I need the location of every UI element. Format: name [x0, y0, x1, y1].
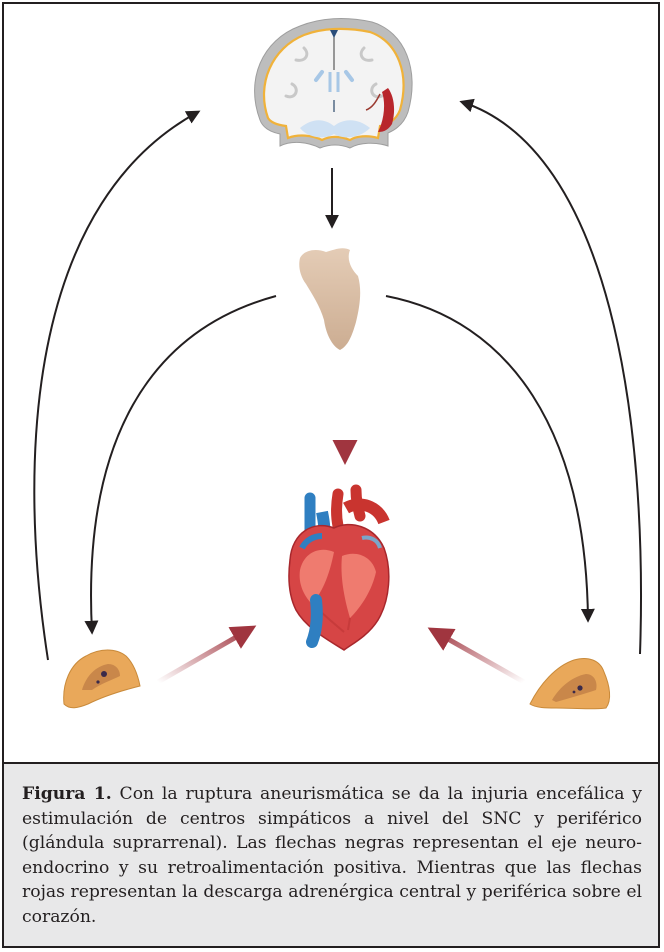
brain-coronal-illustration	[255, 19, 413, 148]
diagram-canvas	[0, 0, 664, 762]
arrow-left-adrenal-to-brain	[34, 112, 198, 660]
caption-panel: Figura 1. Con la ruptura aneurismática s…	[4, 764, 658, 946]
arrow-right-adrenal-to-brain	[462, 102, 641, 654]
red-arrow-left-adrenal-to-heart	[158, 628, 252, 682]
arrow-pituitary-to-left-adrenal	[91, 296, 276, 632]
figure-caption-text: Con la ruptura aneurismática se da la in…	[22, 784, 642, 927]
red-arrow-right-adrenal-to-heart	[432, 630, 524, 682]
heart-illustration	[289, 490, 389, 650]
figure-caption: Figura 1. Con la ruptura aneurismática s…	[22, 782, 642, 930]
arrow-pituitary-to-right-adrenal	[386, 296, 588, 620]
adrenal-gland-left-illustration	[64, 650, 140, 708]
adrenal-gland-right-illustration	[530, 659, 610, 709]
pituitary-illustration	[299, 248, 360, 350]
figure-label: Figura 1.	[22, 784, 112, 804]
